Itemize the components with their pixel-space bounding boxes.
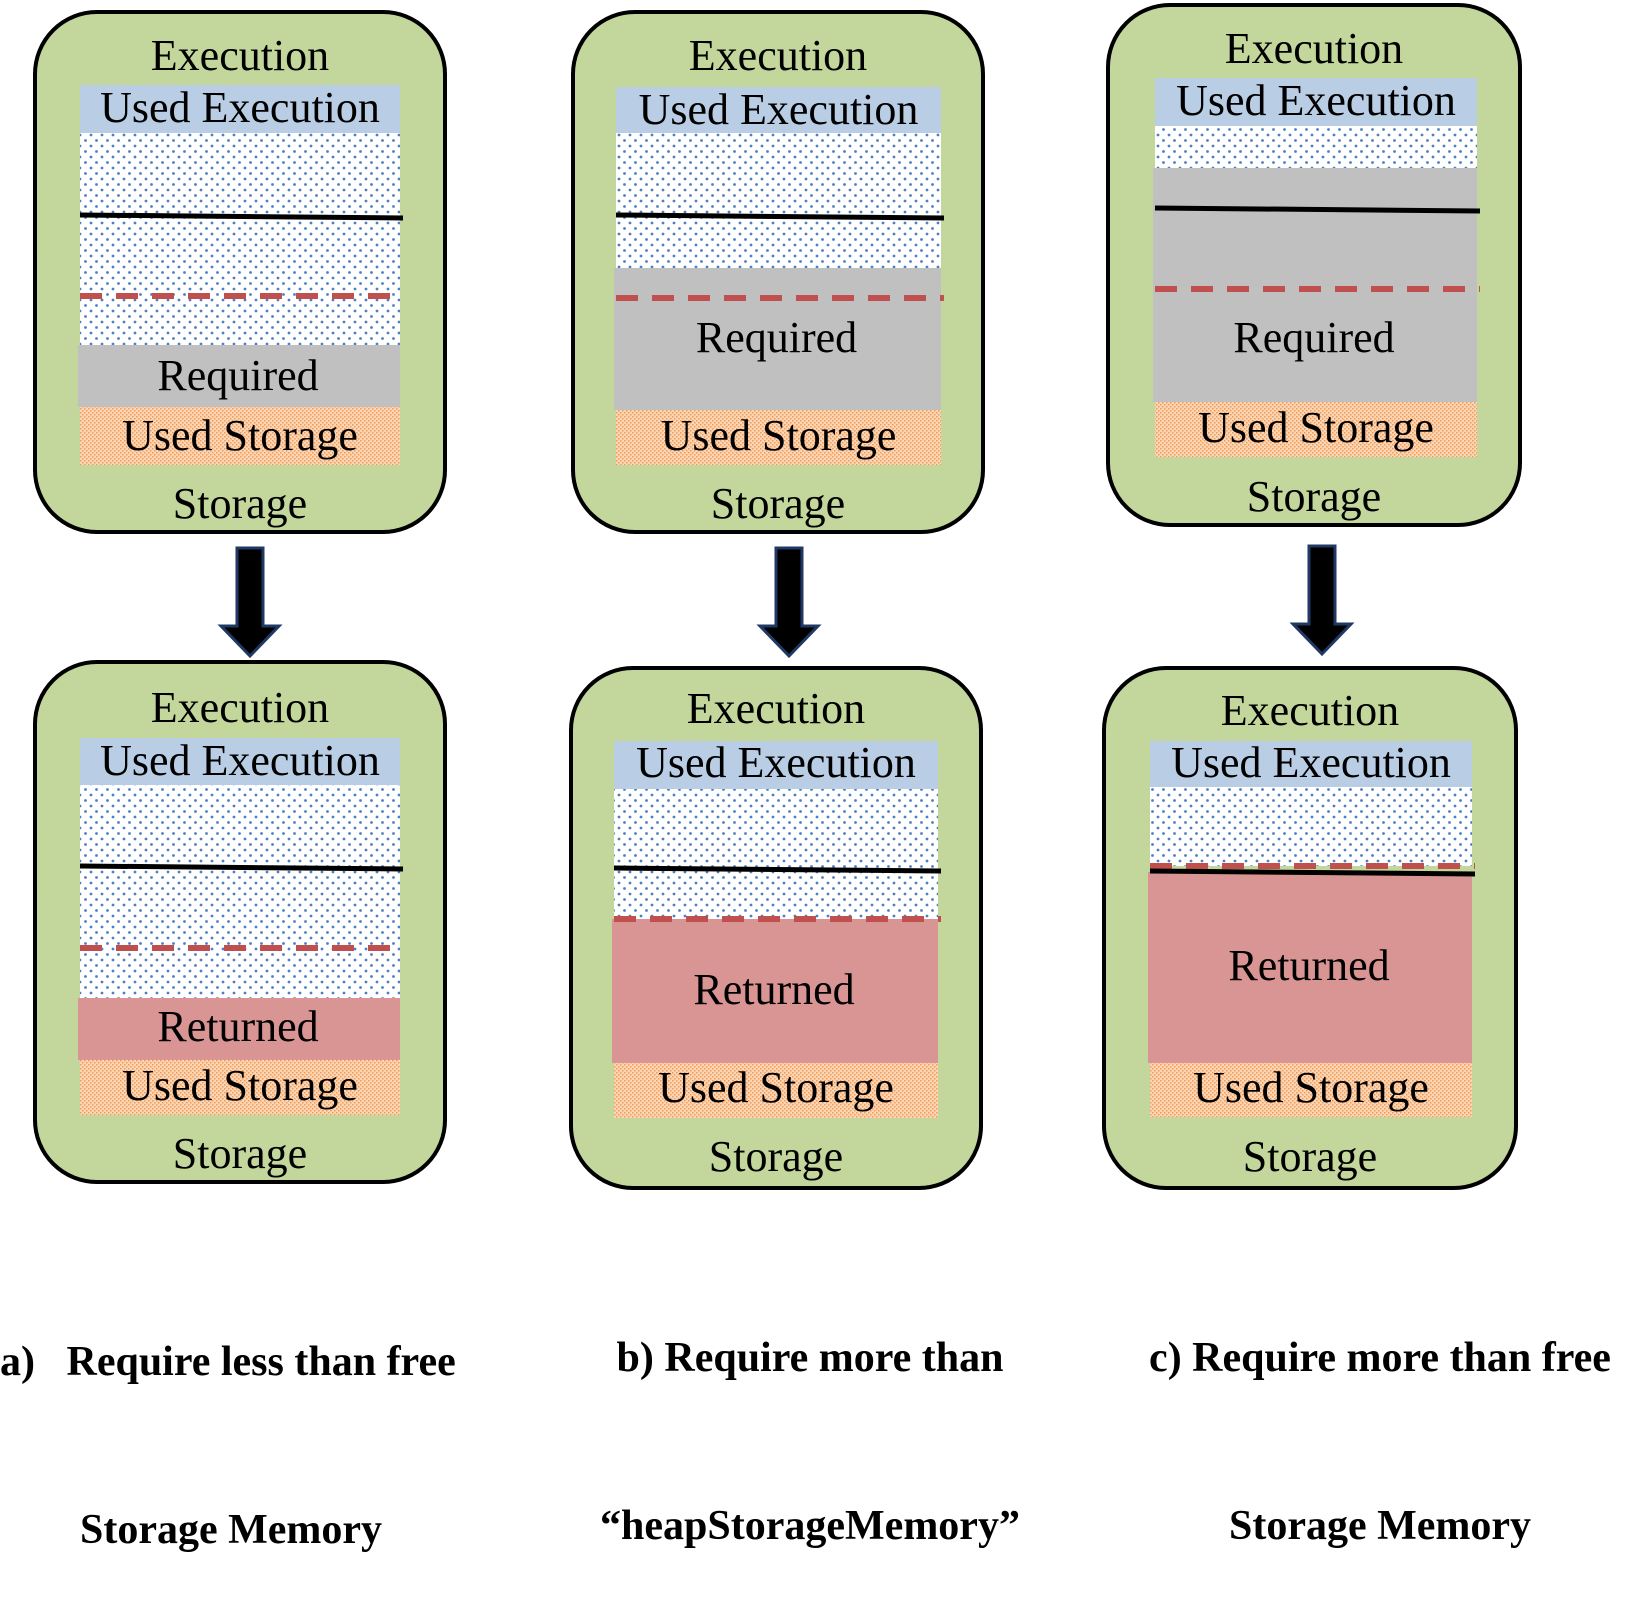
used-execution-label: Used Execution <box>639 85 919 134</box>
caption-b-line1: b) Require more than <box>616 1335 1004 1381</box>
free-execution-region <box>1150 787 1472 866</box>
used-execution-block <box>616 87 941 133</box>
free-execution-region <box>80 785 400 998</box>
used-storage-block <box>1155 402 1477 457</box>
used-storage-block <box>616 410 941 465</box>
caption-a-line2: Storage Memory <box>80 1507 383 1553</box>
used-execution-block <box>80 738 400 785</box>
execution-storage-boundary-line <box>1149 868 1476 877</box>
down-arrow-icon-1 <box>217 546 283 659</box>
storage-label: Storage <box>173 479 307 528</box>
execution-storage-boundary-line <box>615 212 945 221</box>
required-label: Required <box>1233 313 1394 362</box>
used-execution-block <box>80 85 400 133</box>
returned-label: Returned <box>157 1002 318 1051</box>
used-storage-label: Used Storage <box>661 411 897 460</box>
free-execution-region <box>1155 126 1477 168</box>
caption-c-line1: c) Require more than free <box>1149 1335 1611 1381</box>
required-label: Required <box>157 351 318 400</box>
free-execution-region <box>614 789 938 919</box>
used-execution-label: Used Execution <box>636 738 916 787</box>
storage-label: Storage <box>1243 1132 1377 1181</box>
used-execution-label: Used Execution <box>1171 738 1451 787</box>
used-execution-label: Used Execution <box>100 736 380 785</box>
used-execution-label: Used Execution <box>1176 76 1456 125</box>
returned-block <box>612 919 938 1063</box>
storage-label: Storage <box>173 1129 307 1178</box>
caption-b: b) Require more than “heapStorageMemory” <box>560 1218 1060 1610</box>
execution-label: Execution <box>1225 24 1403 73</box>
storage-label: Storage <box>711 479 845 528</box>
execution-storage-boundary-line <box>79 863 404 872</box>
caption-a: a) Require less than free Storage Memory <box>0 1222 520 1614</box>
used-storage-label: Used Storage <box>122 1061 358 1110</box>
used-storage-label: Used Storage <box>1193 1063 1429 1112</box>
used-execution-block <box>1150 741 1472 787</box>
used-storage-label: Used Storage <box>122 411 358 460</box>
used-execution-block <box>614 741 938 789</box>
storage-label: Storage <box>709 1132 843 1181</box>
used-storage-block <box>80 1060 400 1115</box>
required-block <box>1153 168 1477 402</box>
execution-storage-boundary-line <box>1154 205 1481 214</box>
used-execution-block <box>1155 78 1477 126</box>
free-execution-region <box>80 133 400 345</box>
used-storage-block <box>1150 1063 1472 1117</box>
execution-label: Execution <box>687 684 865 733</box>
used-storage-block <box>614 1063 938 1118</box>
required-label: Required <box>696 313 857 362</box>
execution-storage-boundary-line <box>79 212 404 221</box>
used-storage-label: Used Storage <box>658 1063 894 1112</box>
execution-label: Execution <box>689 31 867 80</box>
execution-label: Execution <box>151 31 329 80</box>
storage-label: Storage <box>1247 472 1381 521</box>
caption-c-line2: Storage Memory <box>1228 1503 1532 1549</box>
caption-b-line2: “heapStorageMemory” <box>600 1503 1020 1549</box>
returned-block <box>78 998 400 1060</box>
execution-storage-boundary-line <box>613 865 942 874</box>
down-arrow-icon-2 <box>756 546 822 659</box>
used-storage-label: Used Storage <box>1198 403 1434 452</box>
caption-a-line1: a) Require less than free <box>0 1339 456 1385</box>
free-execution-region <box>616 133 941 268</box>
returned-label: Returned <box>1228 941 1389 990</box>
execution-label: Execution <box>151 683 329 732</box>
execution-label: Execution <box>1221 686 1399 735</box>
required-block <box>78 345 400 407</box>
required-block <box>614 268 941 410</box>
used-storage-block <box>80 407 400 465</box>
caption-c: c) Require more than free Storage Memory <box>1120 1218 1640 1610</box>
returned-block <box>1148 872 1472 1063</box>
returned-label: Returned <box>693 965 854 1014</box>
used-execution-label: Used Execution <box>100 83 380 132</box>
down-arrow-icon-3 <box>1289 544 1355 657</box>
